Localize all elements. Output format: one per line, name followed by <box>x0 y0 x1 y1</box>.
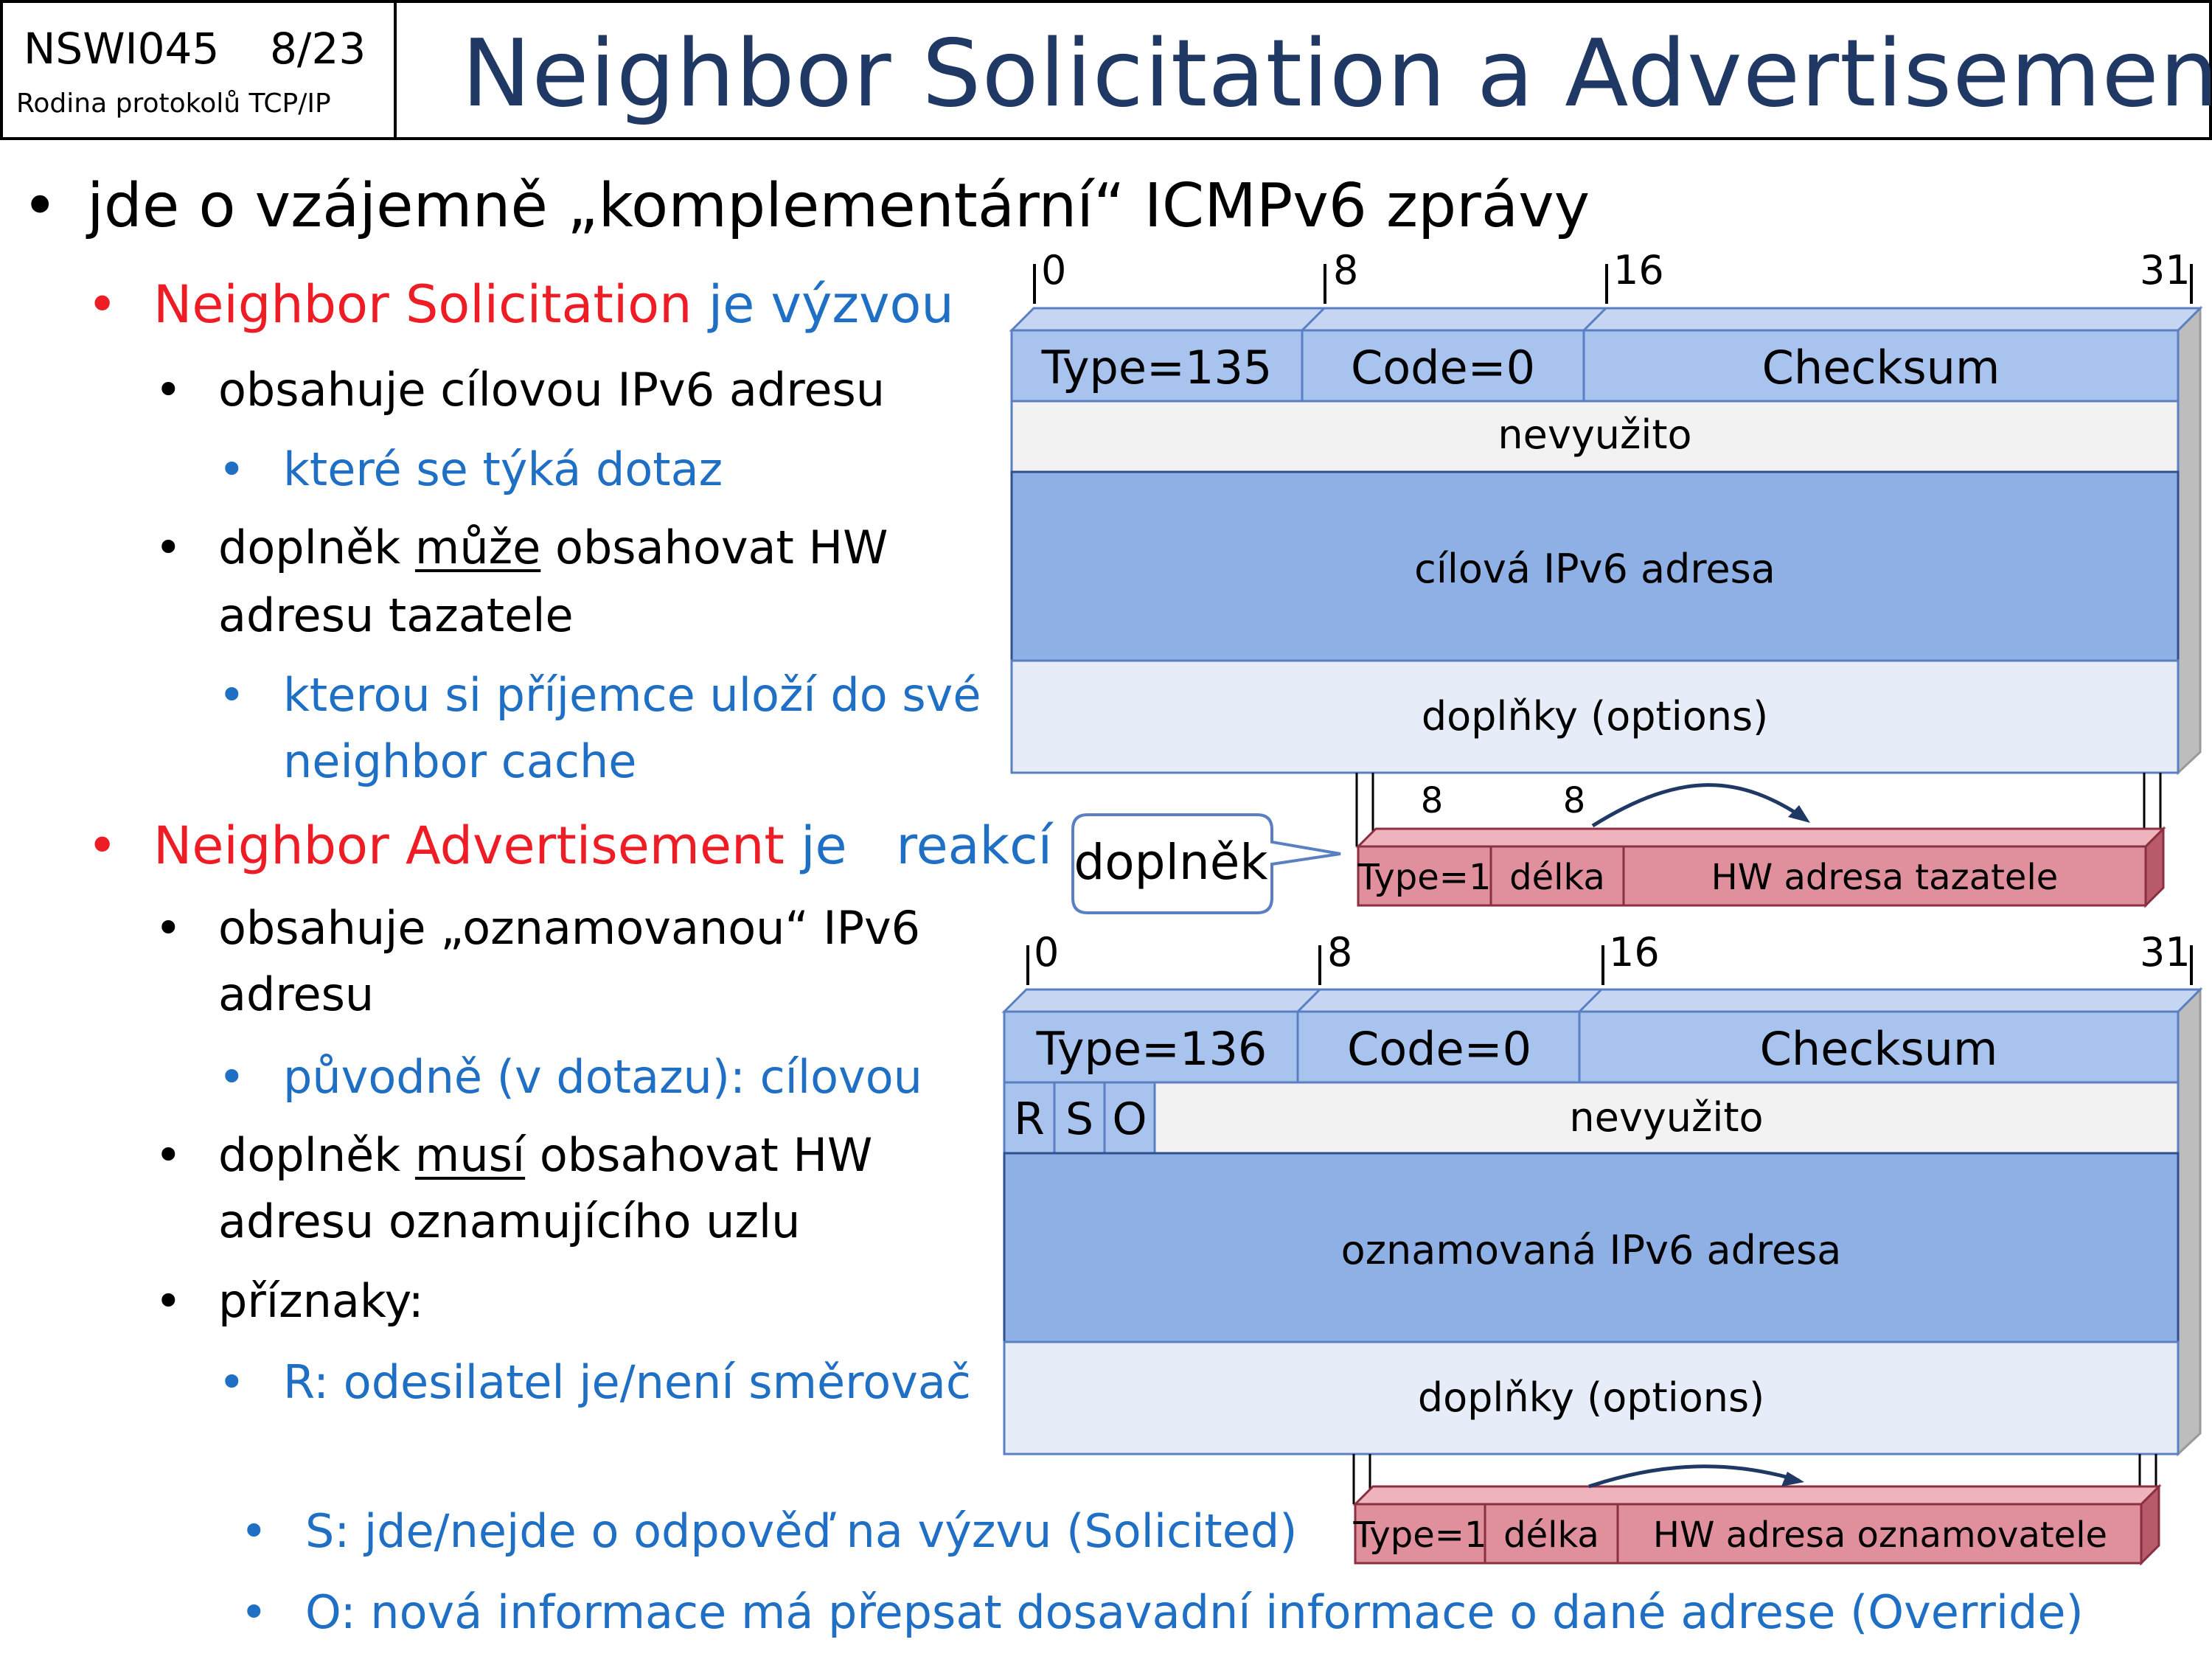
ns-code: Code=0 <box>1351 341 1535 394</box>
ns-option-length: délka <box>1509 857 1605 898</box>
flag-o-desc: O: nová informace má přepsat dosavadní i… <box>305 1585 2084 1639</box>
ns-option-bits-a: 8 <box>1421 780 1444 821</box>
slide-header: NSWI045 8/23 Rodina protokolů TCP/IP Nei… <box>0 0 2212 140</box>
ns-sub2-note-line1: kterou si příjemce uloží do své <box>283 668 981 722</box>
ns-sub2-underlined: může <box>414 521 541 574</box>
ns-option-type: Type=1 <box>1357 857 1491 898</box>
na-sub1-line2: adresu <box>218 967 375 1021</box>
bullet-dot: • <box>240 1504 268 1558</box>
ns-name: Neighbor Solicitation <box>153 274 692 335</box>
ns-type: Type=135 <box>1041 341 1273 394</box>
page-number: 8/23 <box>270 24 366 74</box>
ns-sub1-note: které se týká dotaz <box>283 442 723 496</box>
flag-r-desc: R: odesilatel je/není směrovač <box>283 1355 971 1409</box>
bullet-dot: • <box>155 363 182 417</box>
na-sub2-line2: adresu oznamujícího uzlu <box>218 1194 801 1248</box>
na-checksum: Checksum <box>1760 1022 1998 1076</box>
na-flag-o-cell <box>1103 1081 1156 1155</box>
ns-options-row <box>1010 659 2180 774</box>
bullet-dot: • <box>155 1128 182 1182</box>
na-address: oznamovaná IPv6 adresa <box>1341 1227 1842 1273</box>
ns-message <box>1009 305 2203 776</box>
course-info-box: NSWI045 8/23 Rodina protokolů TCP/IP <box>3 3 397 137</box>
ns-sub2-b: obsahovat HW <box>540 521 888 574</box>
na-option-structure <box>1352 1454 2162 1566</box>
ns-unused-row <box>1010 400 2180 473</box>
na-sub2-a: doplněk <box>218 1128 415 1182</box>
course-code: NSWI045 <box>24 24 220 74</box>
na-code: Code=0 <box>1347 1022 1531 1076</box>
ns-option-structure <box>1355 773 2166 908</box>
na-option-hw: HW adresa oznamovatele <box>1653 1514 2107 1556</box>
ns-option-bits-b: 8 <box>1563 780 1586 821</box>
na-options: doplňky (options) <box>1418 1374 1764 1421</box>
na-option-length: délka <box>1503 1514 1599 1556</box>
callout-bubble <box>1071 813 1341 914</box>
ns-ruler-0: 0 <box>1041 247 1066 293</box>
ns-option-hw: HW adresa tazatele <box>1711 857 2059 898</box>
bullet-dot: • <box>22 171 58 241</box>
na-message <box>1001 987 2203 1457</box>
bullet-dot: • <box>218 1050 246 1104</box>
bullet-dot: • <box>155 901 182 955</box>
na-sub2-b: obsahovat HW <box>525 1128 873 1182</box>
na-flag-r: R <box>1014 1093 1045 1145</box>
ns-address-row <box>1010 470 2180 662</box>
na-options-row <box>1003 1340 2180 1455</box>
na-bit-ruler <box>1026 945 2193 985</box>
na-sub2-underlined: musí <box>414 1128 526 1182</box>
bullet-ns: Neighbor Solicitation je výzvou <box>153 274 954 335</box>
ns-sub2-a: doplněk <box>218 521 415 574</box>
ns-sub2-note-line2: neighbor cache <box>283 734 637 788</box>
na-ruler-31: 31 <box>2140 929 2191 975</box>
bullet-dot: • <box>218 442 246 496</box>
na-name: Neighbor Advertisement <box>153 815 785 876</box>
na-sub2: doplněk musí obsahovat HW <box>218 1128 872 1182</box>
bullet-dot: • <box>155 521 182 574</box>
ns-ruler-16: 16 <box>1613 247 1664 293</box>
bullet-dot: • <box>218 668 246 722</box>
ns-sub1: obsahuje cílovou IPv6 adresu <box>218 363 886 417</box>
ns-address: cílová IPv6 adresa <box>1414 546 1775 592</box>
na-type: Type=136 <box>1036 1022 1267 1076</box>
ns-checksum: Checksum <box>1762 341 2000 394</box>
ns-unused: nevyužito <box>1498 411 1691 458</box>
ns-bit-ruler <box>1033 264 2193 304</box>
ns-ruler-8: 8 <box>1333 247 1358 293</box>
ns-ruler-31: 31 <box>2140 247 2191 293</box>
na-flag-o: O <box>1112 1093 1147 1145</box>
bullet-main: jde o vzájemně „komplementární“ ICMPv6 z… <box>87 171 1590 241</box>
na-ruler-8: 8 <box>1327 929 1352 975</box>
na-address-row <box>1003 1152 2180 1343</box>
course-name: Rodina protokolů TCP/IP <box>16 88 331 119</box>
bullet-na: Neighbor Advertisement je reakcí <box>153 815 1052 876</box>
bullet-dot: • <box>155 1274 182 1328</box>
na-role: je reakcí <box>784 815 1053 876</box>
ns-sub2: doplněk může obsahovat HW <box>218 521 888 574</box>
ns-role: je výzvou <box>692 274 954 335</box>
ns-sub2-line2: adresu tazatele <box>218 588 574 642</box>
bullet-dot: • <box>218 1355 246 1409</box>
bullet-dot: • <box>87 815 118 876</box>
na-sub3: příznaky: <box>218 1274 424 1328</box>
na-sub1-note: původně (v dotazu): cílovou <box>283 1050 922 1104</box>
ns-options: doplňky (options) <box>1422 693 1768 740</box>
na-ruler-0: 0 <box>1034 929 1059 975</box>
na-sub1-line1: obsahuje „oznamovanou“ IPv6 <box>218 901 921 955</box>
na-flag-s: S <box>1065 1093 1093 1145</box>
na-ruler-16: 16 <box>1609 929 1660 975</box>
page-title: Neighbor Solicitation a Advertisement <box>462 19 2212 128</box>
na-option-type: Type=1 <box>1352 1514 1486 1556</box>
bullet-dot: • <box>240 1585 268 1639</box>
bullet-dot: • <box>87 274 118 335</box>
na-flag-r-cell <box>1003 1081 1056 1155</box>
flag-s-desc: S: jde/nejde o odpověď na výzvu (Solicit… <box>305 1504 1298 1558</box>
na-unused: nevyužito <box>1569 1094 1763 1141</box>
callout-text: doplněk <box>1074 834 1268 891</box>
